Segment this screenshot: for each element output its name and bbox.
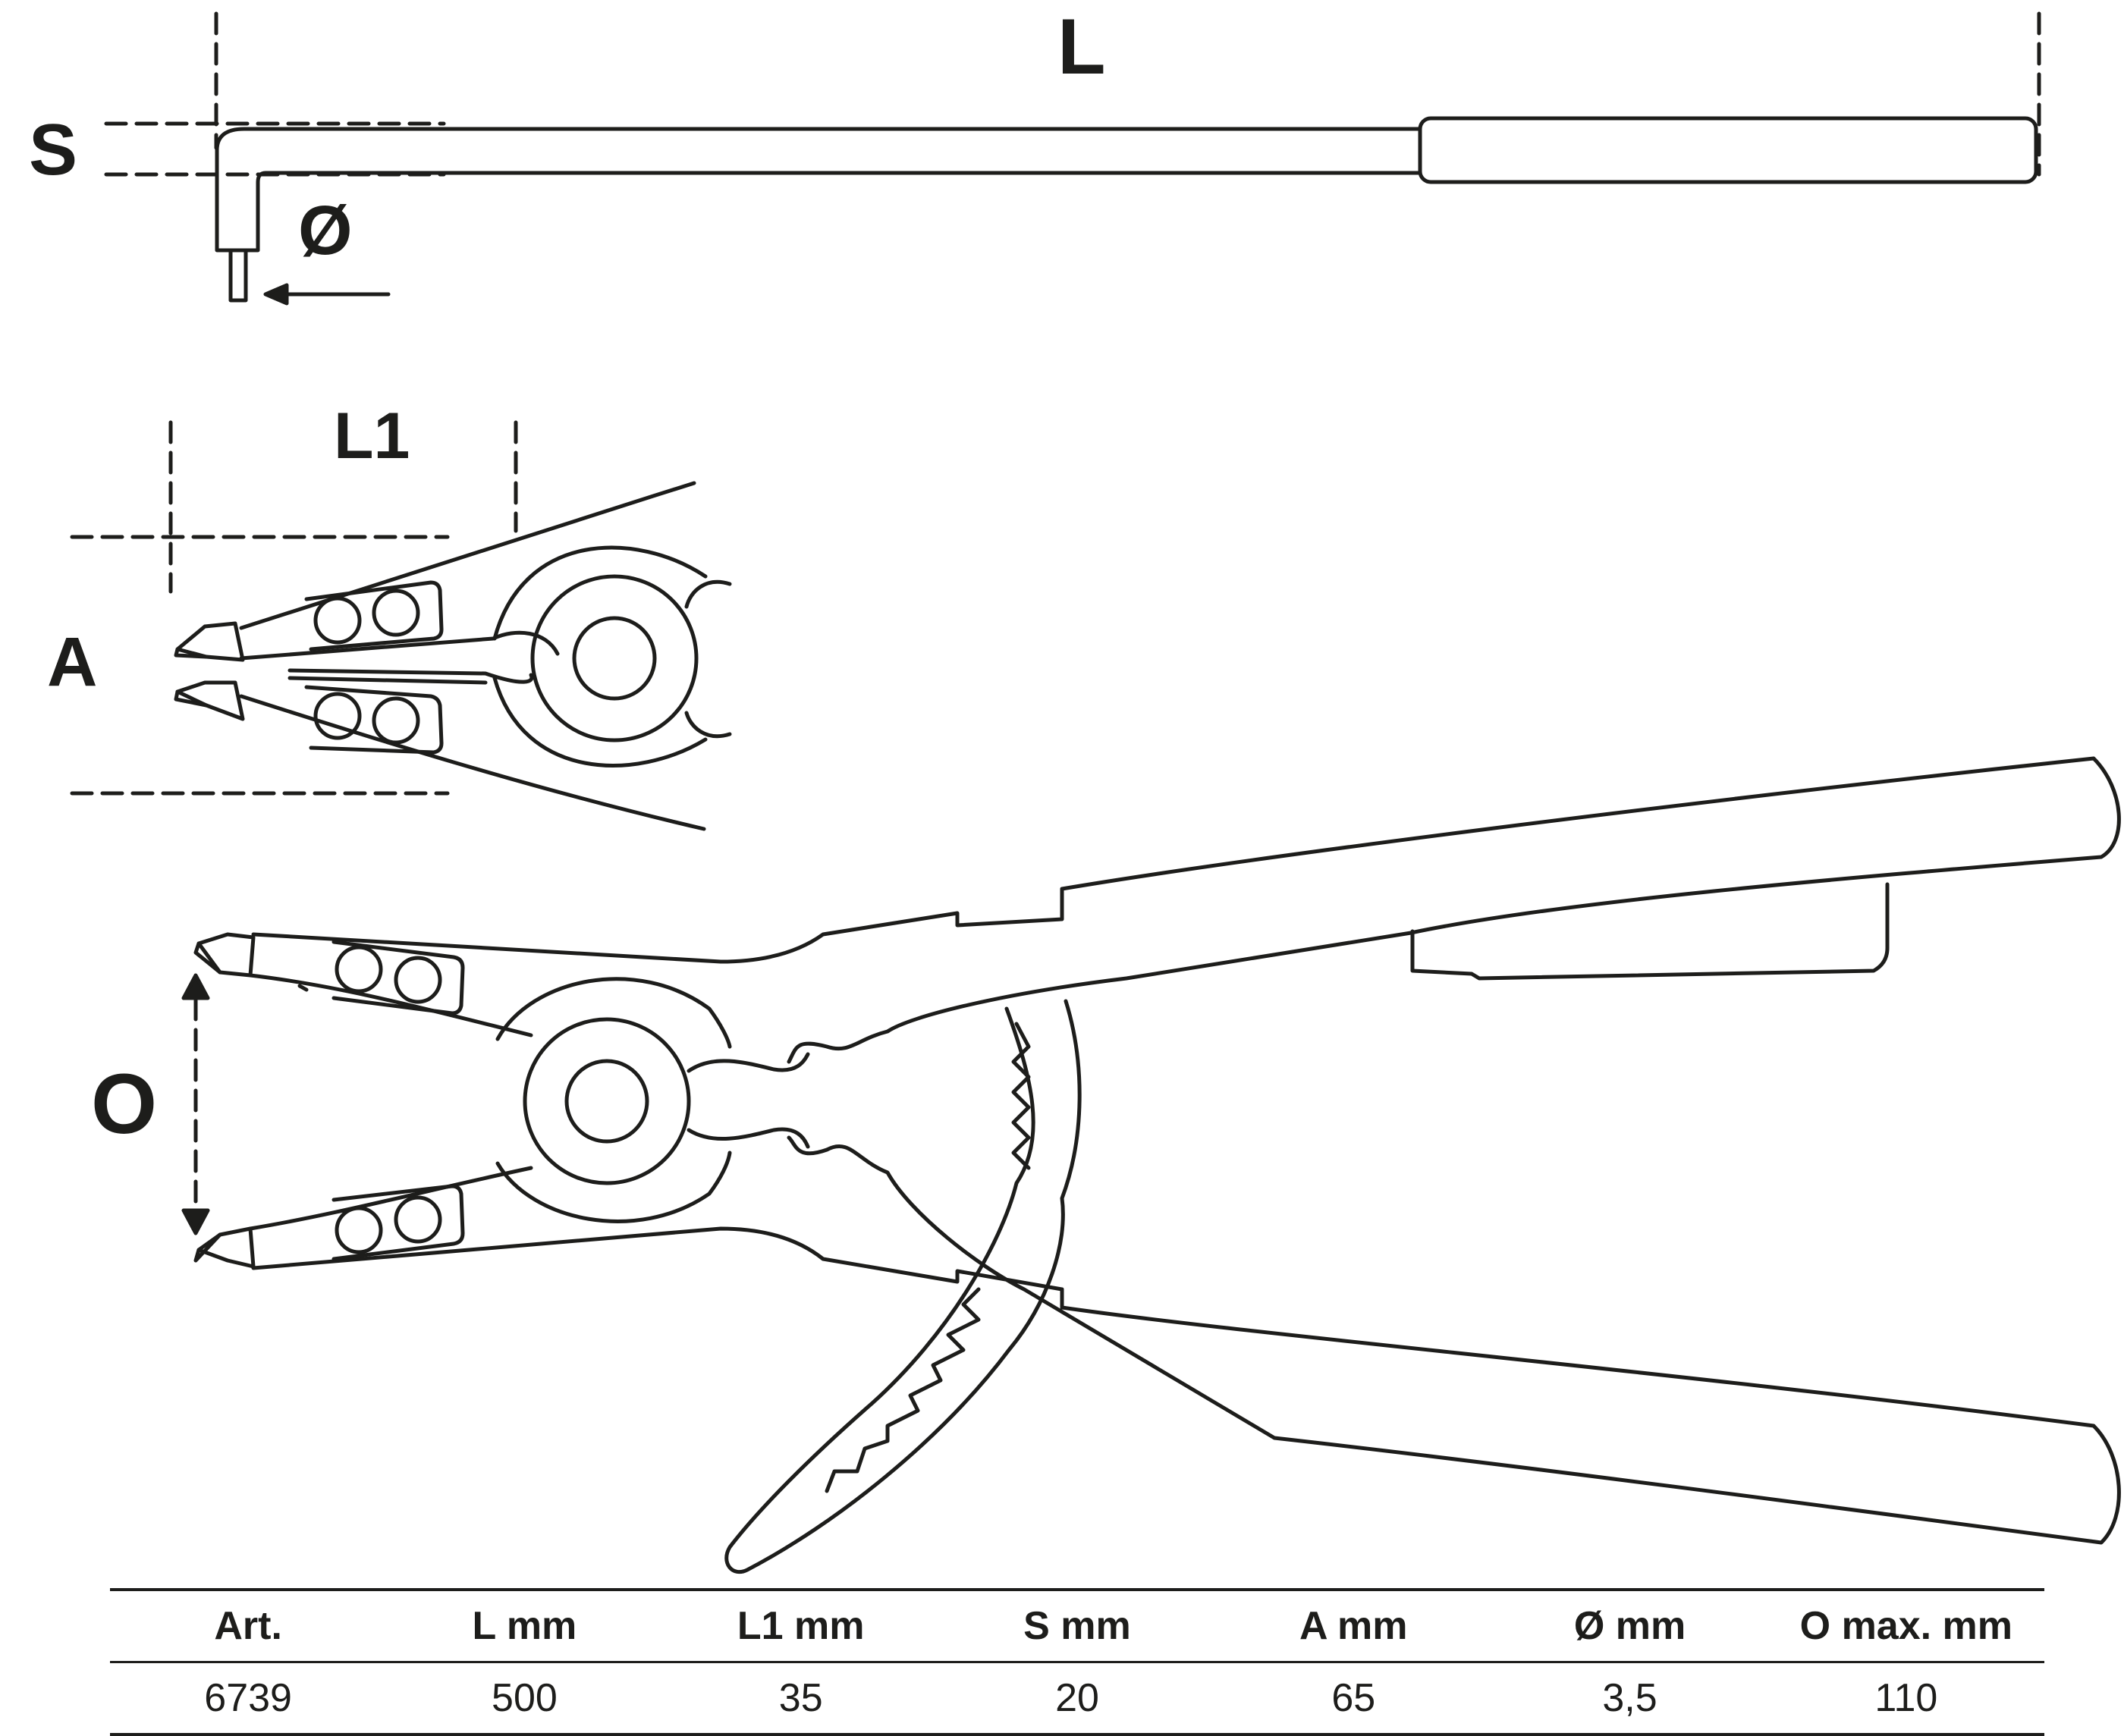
column-header-diameter: Ø mm bbox=[1491, 1588, 1768, 1663]
column-header-length: L mm bbox=[386, 1588, 663, 1663]
dimension-label-O: O bbox=[91, 1056, 158, 1151]
dimension-label-L1: L1 bbox=[334, 400, 410, 472]
jaw-detail-view bbox=[70, 420, 732, 831]
column-header-o-max: O max. mm bbox=[1767, 1588, 2044, 1663]
plier-full-view bbox=[181, 756, 2121, 1574]
column-header-s: S mm bbox=[938, 1588, 1216, 1663]
dimension-label-diameter: Ø bbox=[298, 192, 353, 269]
column-header-l1: L1 mm bbox=[662, 1588, 939, 1663]
dimension-label-S: S bbox=[29, 109, 78, 190]
tip-insert-side-view bbox=[104, 11, 2041, 306]
column-header-a: A mm bbox=[1215, 1588, 1492, 1663]
column-header-art: Art. bbox=[110, 1588, 387, 1663]
dimension-label-A: A bbox=[47, 623, 98, 701]
specification-table: Art. L mm L1 mm S mm A mm Ø mm O max. mm… bbox=[110, 1588, 2044, 1736]
dimension-label-L: L bbox=[1057, 3, 1106, 91]
table-header-row: Art. L mm L1 mm S mm A mm Ø mm O max. mm bbox=[110, 1588, 2044, 1663]
